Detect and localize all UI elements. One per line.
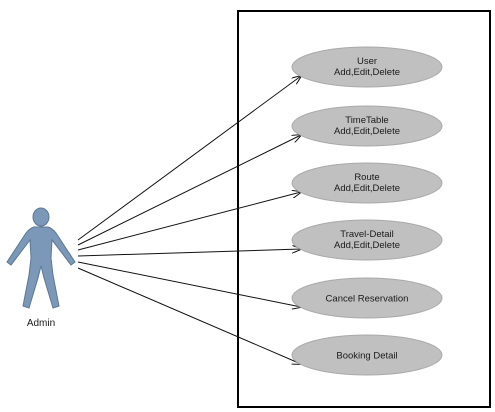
association-line	[77, 135, 301, 246]
use-case-label: Add,Edit,Delete	[334, 67, 400, 78]
association-line	[77, 76, 301, 241]
use-case-ellipse	[291, 162, 443, 204]
use-case: Cancel Reservation	[291, 277, 443, 319]
use-case-label: Add,Edit,Delete	[334, 240, 400, 251]
association-line	[77, 261, 301, 307]
use-case-ellipse	[291, 105, 443, 147]
actor-name: Admin	[27, 318, 55, 329]
actor-body	[6, 226, 76, 309]
system-boundary	[237, 10, 491, 408]
association-line	[77, 192, 301, 251]
actor-head	[32, 207, 50, 227]
use-case-ellipse	[291, 334, 443, 376]
use-case-label: User	[357, 56, 377, 67]
use-case-label: TimeTable	[345, 115, 388, 126]
use-case-ellipse	[291, 46, 443, 88]
use-case-ellipse	[291, 219, 443, 261]
association-line	[77, 249, 301, 257]
use-case-group: UserAdd,Edit,DeleteTimeTableAdd,Edit,Del…	[291, 46, 443, 376]
association-lines	[77, 76, 301, 364]
use-case-label: Cancel Reservation	[326, 294, 409, 305]
use-case-label: Add,Edit,Delete	[334, 126, 400, 137]
association-line	[77, 267, 301, 364]
use-case: Booking Detail	[291, 334, 443, 376]
admin-actor: Admin	[6, 207, 76, 329]
use-case-label: Route	[354, 172, 379, 183]
use-case-ellipse	[291, 277, 443, 319]
use-case-label: Booking Detail	[336, 351, 397, 362]
use-case-label: Travel-Detail	[340, 229, 394, 240]
use-case-label: Add,Edit,Delete	[334, 183, 400, 194]
